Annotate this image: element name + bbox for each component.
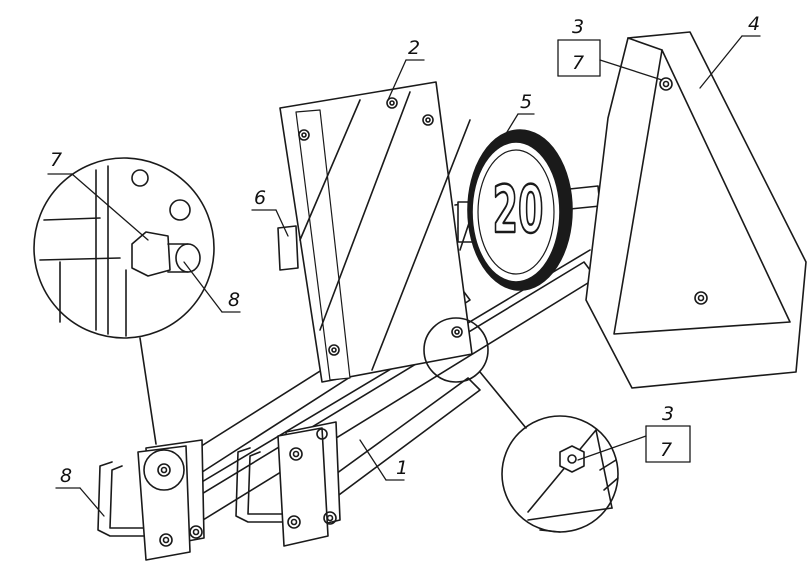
- callout-5: 5: [520, 91, 532, 113]
- callout-1: 1: [396, 457, 408, 479]
- callout-3-top: 3: [572, 16, 584, 38]
- callout-2: 2: [408, 37, 420, 59]
- speed-limit-number: 20: [493, 172, 544, 248]
- callout-8-detail: 8: [228, 289, 240, 311]
- callout-7-detail: 7: [50, 149, 62, 171]
- bracket-right: [235, 421, 341, 547]
- callout-3-detail: 3: [662, 403, 674, 425]
- detail-view-left: [33, 157, 215, 491]
- side-clip: [277, 225, 299, 271]
- reflector-plate: [279, 81, 473, 383]
- callout-4: 4: [748, 13, 760, 35]
- callout-8-bracket: 8: [60, 465, 72, 487]
- plate-bolts: [298, 97, 463, 356]
- callout-6: 6: [254, 187, 266, 209]
- detail-view-right: [423, 317, 619, 533]
- speed-limit-sign: 20: [467, 129, 573, 291]
- leader-lines: [47, 35, 761, 517]
- callout-labels: 1 2 3 7 4 5 6 7 8 8 3 7: [50, 13, 760, 487]
- callout-7-detail2: 7: [660, 439, 672, 461]
- triangle-reflector: [585, 31, 807, 389]
- bracket-left: [97, 439, 205, 561]
- callout-7-top: 7: [572, 52, 584, 74]
